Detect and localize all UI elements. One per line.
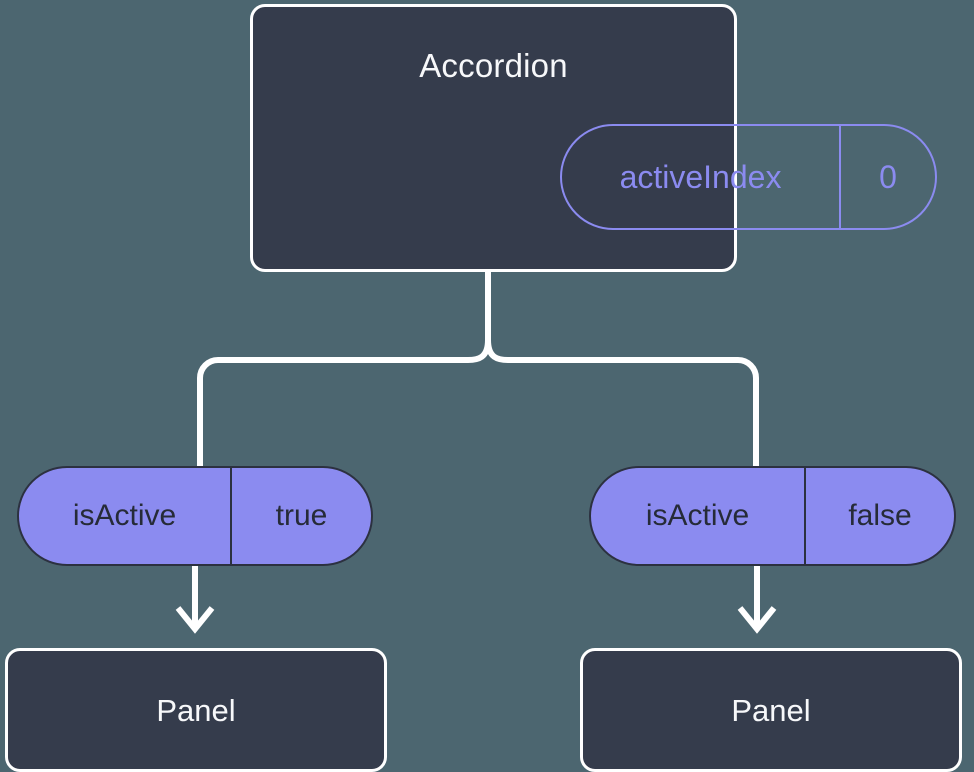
arrowhead-right bbox=[737, 606, 777, 634]
prop-pill-isactive-true[interactable]: isActive true bbox=[17, 466, 373, 566]
component-node-panel-left[interactable]: Panel bbox=[5, 648, 387, 772]
arrowhead-left bbox=[175, 606, 215, 634]
state-pill-value: 0 bbox=[879, 158, 897, 195]
prop-pill-value: true bbox=[275, 499, 328, 532]
component-node-panel-right[interactable]: Panel bbox=[580, 648, 962, 772]
prop-pill-isactive-false[interactable]: isActive false bbox=[589, 466, 956, 566]
prop-pill-key: isActive bbox=[591, 468, 806, 564]
component-title: Panel bbox=[731, 692, 811, 728]
branch-line-left bbox=[197, 339, 491, 468]
state-pill-key: activeIndex bbox=[562, 126, 841, 228]
branch-line-right bbox=[485, 339, 759, 468]
component-node-accordion[interactable]: Accordion activeIndex 0 bbox=[250, 4, 937, 272]
component-title: Panel bbox=[156, 692, 236, 728]
component-title: Accordion bbox=[419, 47, 568, 84]
prop-pill-key: isActive bbox=[19, 468, 232, 564]
state-pill-activeindex[interactable]: activeIndex 0 bbox=[560, 124, 937, 230]
prop-pill-value: false bbox=[848, 499, 912, 532]
